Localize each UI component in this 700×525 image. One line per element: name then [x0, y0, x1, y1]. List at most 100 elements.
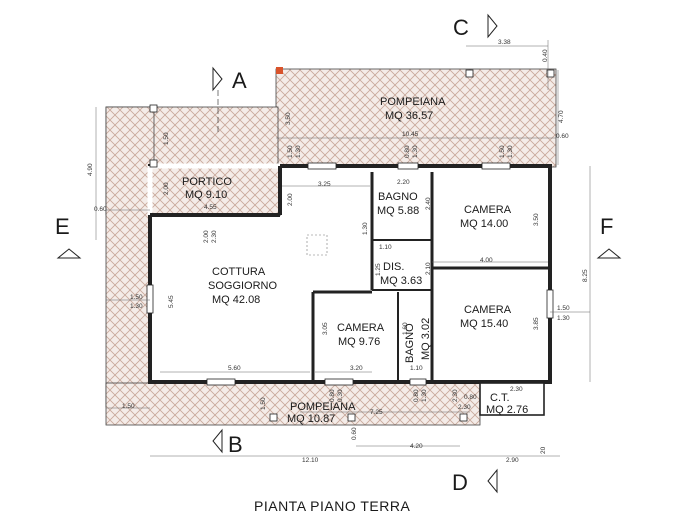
soggiorno-name2: SOGGIORNO [208, 280, 278, 292]
pompeiana-top-area [275, 68, 557, 168]
pompeiana-bottom-name: POMPEIANA [290, 401, 356, 413]
section-label-d: D [452, 470, 468, 495]
camera2-area: MQ 15.40 [460, 318, 508, 330]
dim-150b: 1.50 [499, 145, 506, 158]
dim-110a: 1.10 [379, 244, 392, 251]
dim-230b: 2.30 [452, 389, 459, 402]
ct-room [479, 382, 545, 416]
dim-1210: 12.10 [302, 457, 319, 464]
dim-240: 2.40 [425, 197, 432, 210]
dim-200a: 2.00 [163, 182, 170, 195]
section-marker-b: B [212, 428, 243, 457]
dim-385: 3.85 [533, 317, 540, 330]
dim-060a: 0.60 [556, 133, 569, 140]
camera3-name: CAMERA [337, 322, 385, 334]
dim-725: 7.25 [370, 409, 383, 416]
dim-130c: 1.30 [507, 145, 514, 158]
dim-080d: 0.80 [464, 394, 477, 401]
section-label-e: E [55, 214, 70, 239]
soggiorno-area: MQ 42.08 [212, 294, 260, 306]
dim-130d: 1.30 [362, 222, 369, 235]
dim-825: 8.25 [582, 269, 589, 282]
camera3-area: MQ 9.76 [338, 336, 380, 348]
dim-230a: 2.30 [211, 230, 218, 243]
skylight [306, 234, 328, 256]
ct-name: C.T. [490, 392, 510, 404]
pompeiana-top-area: MQ 36.57 [385, 110, 433, 122]
dim-230d: 2.30 [458, 404, 471, 411]
dim-210: 2.10 [425, 262, 432, 275]
section-marker-d: D [452, 468, 498, 495]
dim-080c: 0.80 [329, 389, 336, 402]
dim-130f: 1.30 [557, 315, 570, 322]
bagno2-name: BAGNO [404, 323, 416, 363]
dim-400: 4.00 [480, 257, 493, 264]
section-label-a: A [232, 68, 247, 93]
camera1-area: MQ 14.00 [460, 218, 508, 230]
dim-200b: 2.00 [287, 193, 294, 206]
soggiorno-name1: COTTURA [212, 266, 266, 278]
dim-545: 5.45 [168, 295, 175, 308]
section-marker-a: A [212, 66, 247, 135]
section-marker-e: E [55, 214, 82, 259]
ct-area: MQ 2.76 [486, 404, 528, 416]
section-marker-f: F [596, 214, 622, 259]
section-label-b: B [228, 432, 243, 457]
dim-060b: 0.60 [94, 206, 107, 213]
dim-130g: 1.30 [421, 389, 428, 402]
plan-title: PIANTA PIANO TERRA [254, 498, 410, 514]
section-label-f: F [600, 214, 613, 239]
dim-350b: 3.50 [533, 213, 540, 226]
dim-230c: 2.30 [510, 386, 523, 393]
dim-325: 3.25 [318, 181, 331, 188]
dim-350a: 3.50 [285, 112, 292, 125]
portico-area-text: MQ 9.10 [185, 189, 227, 201]
section-marker-c: C [453, 13, 498, 40]
bagno2-area: MQ 3.02 [420, 318, 432, 360]
left-terrace-strip [105, 106, 155, 408]
bagno1-area: MQ 5.88 [377, 205, 419, 217]
portico-cutout [150, 166, 280, 215]
dim-200c: 2.00 [203, 230, 210, 243]
dim-305: 3.05 [322, 322, 329, 335]
dim-160: 1.60 [402, 322, 409, 335]
pompeiana-bottom-area [105, 382, 481, 426]
dim-060c: 0.60 [351, 427, 358, 440]
dim-110b: 1.10 [410, 365, 423, 372]
camera2-name: CAMERA [464, 304, 512, 316]
dim-150c: 1.50 [163, 132, 170, 145]
dim-080a: 0.80 [404, 145, 411, 158]
dis-name: DIS. [383, 261, 404, 273]
dim-040: 0.40 [542, 49, 549, 62]
dim-220: 2.20 [397, 179, 410, 186]
room-labels: POMPEIANA MQ 36.57 PORTICO MQ 9.10 BAGNO… [182, 96, 528, 425]
dim-455: 4.55 [204, 204, 217, 211]
portico-name: PORTICO [182, 176, 232, 188]
dim-490: 4.90 [87, 163, 94, 176]
section-label-c: C [453, 15, 469, 40]
dim-020: 20 [540, 446, 547, 454]
dim-150e: 1.50 [557, 305, 570, 312]
dim-130e: 1.30 [130, 303, 143, 310]
dim-150f: 1.50 [122, 403, 135, 410]
corner-marker [276, 67, 283, 74]
dimension-labels: 3.38 0.40 4.70 0.60 10.45 3.50 1.50 1.30… [87, 39, 589, 464]
dim-290: 2.90 [506, 457, 519, 464]
dim-1045: 10.45 [402, 131, 419, 138]
dim-130b: 1.30 [412, 145, 419, 158]
dim-560: 5.60 [228, 365, 241, 372]
dimension-lines [95, 40, 591, 457]
dim-125: 1.25 [375, 263, 382, 276]
terrace-areas [105, 68, 557, 426]
dim-130a: 1.30 [295, 145, 302, 158]
camera1-name: CAMERA [464, 204, 512, 216]
dim-150a: 1.50 [287, 145, 294, 158]
dim-338: 3.38 [498, 39, 511, 46]
columns [149, 69, 555, 422]
windows [146, 162, 554, 386]
dim-150d: 1.50 [130, 294, 143, 301]
dis-area: MQ 3.63 [380, 275, 422, 287]
pompeiana-bottom-area: MQ 10.87 [287, 413, 335, 425]
dim-030: 0.30 [337, 389, 344, 402]
